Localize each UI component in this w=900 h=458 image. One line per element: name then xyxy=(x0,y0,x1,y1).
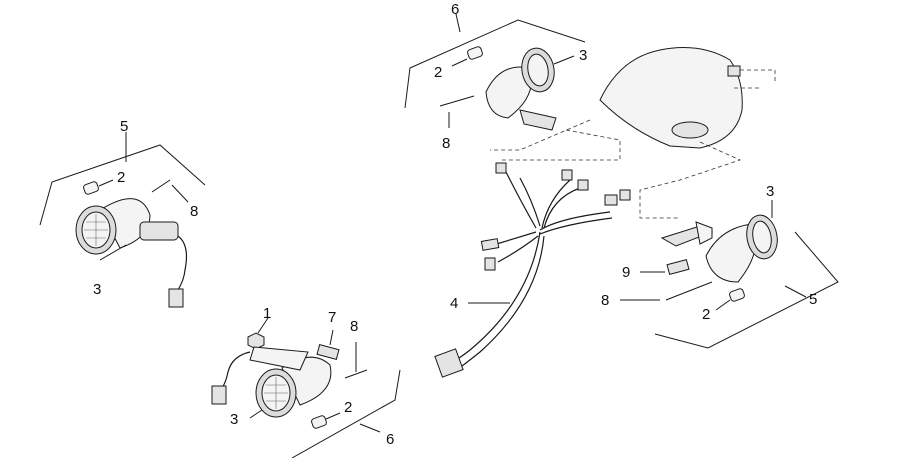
top-lamp-housing xyxy=(485,66,557,131)
bottom-nut xyxy=(247,317,269,350)
callout-8-bottom: 8 xyxy=(350,318,358,335)
callout-3-bottom: 3 xyxy=(230,411,238,428)
right-screw xyxy=(620,281,713,301)
right-lens xyxy=(746,200,778,260)
callout-8-top: 8 xyxy=(442,135,450,152)
callout-8-right: 8 xyxy=(601,292,609,309)
callout-2-bottom: 2 xyxy=(344,399,352,416)
right-bracket xyxy=(660,221,714,247)
right-turn-signal-assembly: 3 9 8 2 5 xyxy=(601,183,839,349)
callout-3-left: 3 xyxy=(93,281,101,298)
left-screw xyxy=(151,179,189,203)
callout-1: 1 xyxy=(263,305,271,322)
bottom-turn-signal-assembly: 1 7 8 2 3 6 xyxy=(211,305,401,458)
right-bolt xyxy=(640,258,690,276)
wiring-harness: 4 xyxy=(434,162,631,378)
bottom-screw xyxy=(344,342,368,379)
top-turn-signal-assembly: 6 2 3 8 xyxy=(404,1,587,152)
top-lens xyxy=(521,47,575,93)
callout-5-right: 5 xyxy=(809,291,817,308)
callout-2-left: 2 xyxy=(117,169,125,186)
callout-5-left: 5 xyxy=(120,118,128,135)
headlight-body xyxy=(490,47,776,219)
left-bulb xyxy=(83,179,114,195)
callout-9: 9 xyxy=(622,264,630,281)
callout-3-top: 3 xyxy=(579,47,587,64)
callout-6-bottom: 6 xyxy=(386,431,394,448)
bottom-bulb xyxy=(311,412,341,429)
top-bulb xyxy=(451,46,483,67)
bottom-bolt xyxy=(316,329,340,361)
right-bulb xyxy=(715,288,745,311)
callout-4: 4 xyxy=(450,295,458,312)
left-turn-signal-assembly: 5 2 8 3 xyxy=(39,118,206,308)
callout-2-right: 2 xyxy=(702,306,710,323)
callout-3-right: 3 xyxy=(766,183,774,200)
callout-6-top: 6 xyxy=(451,1,459,18)
left-lamp-housing xyxy=(99,198,188,308)
bottom-lens xyxy=(249,368,297,419)
callout-8-left: 8 xyxy=(190,203,198,220)
top-screw xyxy=(439,95,475,128)
left-lens xyxy=(75,205,117,255)
callout-7: 7 xyxy=(328,309,336,326)
callout-2-top: 2 xyxy=(434,64,442,81)
